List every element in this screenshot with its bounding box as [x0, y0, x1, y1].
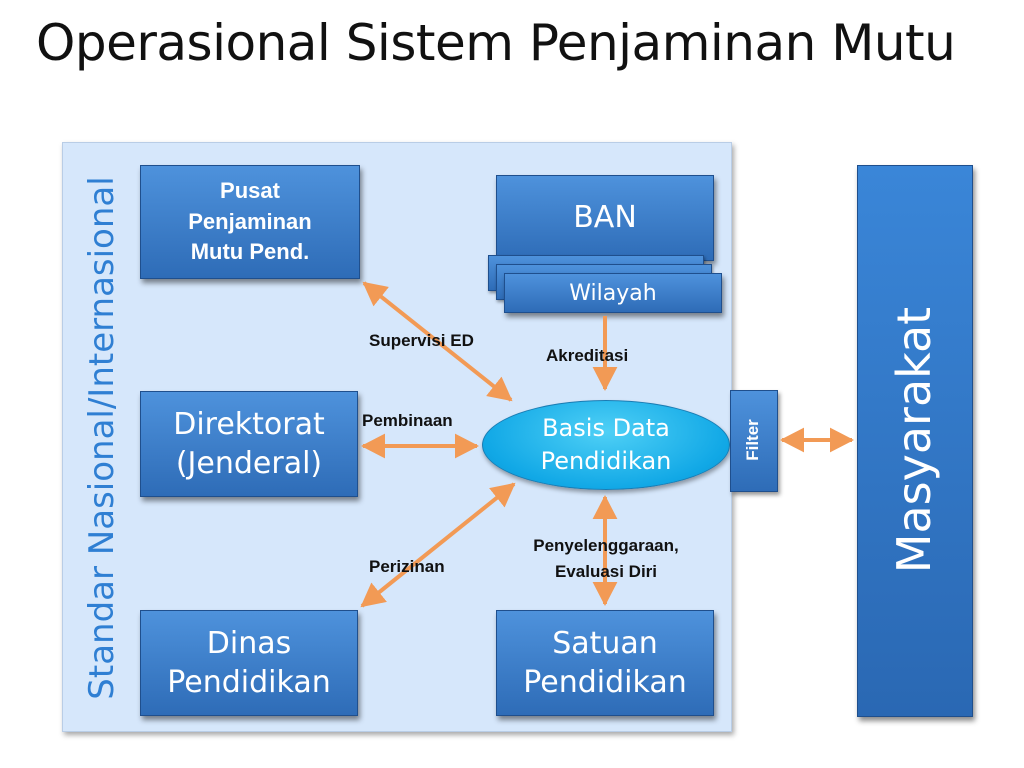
box-dinas-label: Dinas Pendidikan: [167, 626, 331, 700]
ellipse-basis-data-label: Basis Data Pendidikan: [540, 413, 672, 475]
box-wilayah: Wilayah: [504, 273, 722, 313]
box-dinas: Dinas Pendidikan: [140, 610, 358, 716]
label-penyelenggaraan: Penyelenggaraan, Evaluasi Diri: [533, 536, 679, 581]
box-direktorat-label: Direktorat (Jenderal): [173, 407, 325, 481]
box-filter: [730, 390, 778, 492]
box-masyarakat: [857, 165, 973, 717]
label-pembinaan: Pembinaan: [362, 411, 453, 430]
page-title: Operasional Sistem Penjaminan Mutu: [36, 14, 956, 72]
label-akreditasi: Akreditasi: [546, 346, 629, 365]
box-satuan: Satuan Pendidikan: [496, 610, 714, 716]
arrow-perizinan: [360, 482, 516, 608]
ellipse-basis-data: Basis Data Pendidikan: [482, 400, 730, 490]
label-supervisi: Supervisi ED: [369, 331, 474, 350]
label-perizinan: Perizinan: [369, 557, 445, 576]
box-direktorat: Direktorat (Jenderal): [140, 391, 358, 497]
box-pusat-penjaminan: Pusat Penjaminan Mutu Pend.: [140, 165, 360, 279]
box-wilayah-label: Wilayah: [569, 280, 657, 306]
box-ban: BAN: [496, 175, 714, 261]
arrow-supervisi: [362, 281, 513, 402]
box-ban-label: BAN: [573, 200, 637, 235]
box-pusat-label: Pusat Penjaminan Mutu Pend.: [188, 178, 312, 265]
box-satuan-label: Satuan Pendidikan: [523, 626, 687, 700]
